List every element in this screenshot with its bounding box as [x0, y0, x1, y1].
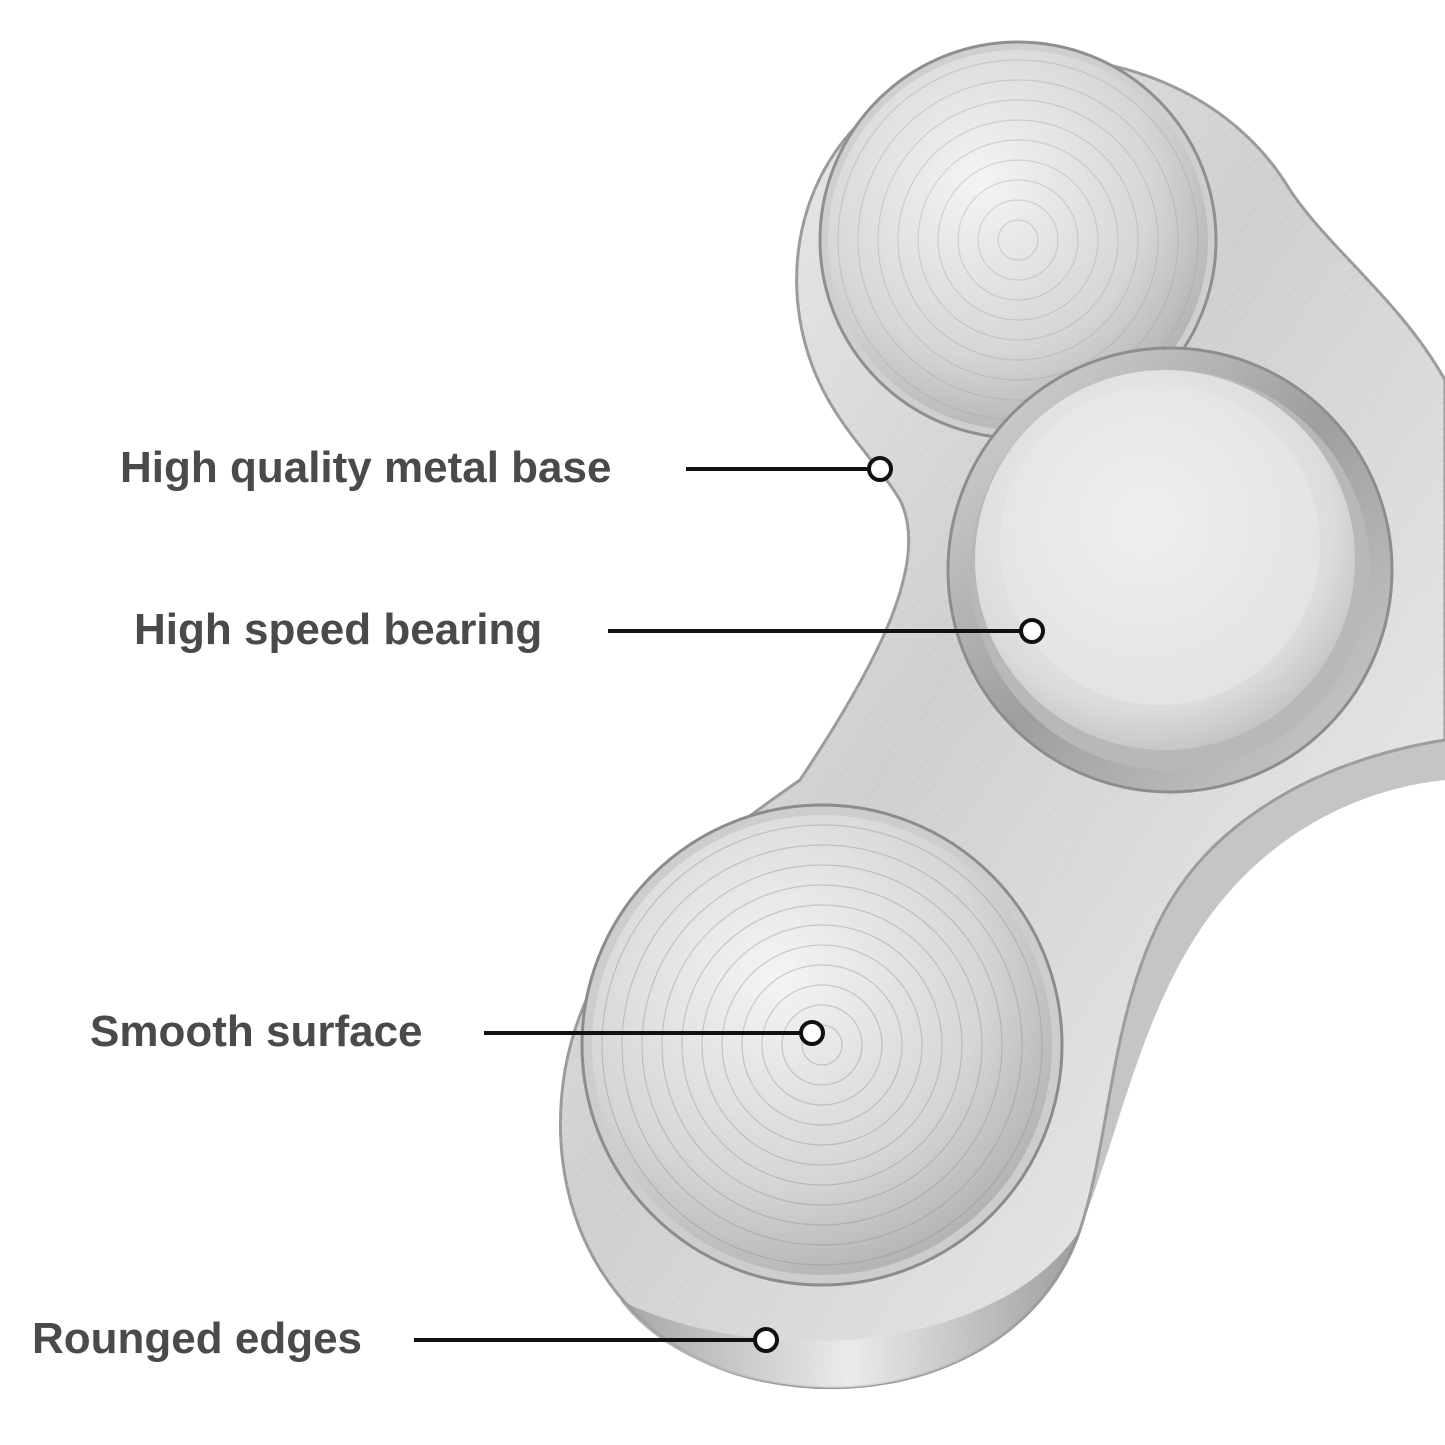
callout-label-edges: Rounged edges	[32, 1314, 363, 1363]
callout-label-bearing: High speed bearing	[134, 605, 543, 654]
leader-marker-metal-base	[867, 456, 893, 482]
callout-leaders	[414, 456, 1045, 1353]
callout-label-surface: Smooth surface	[90, 1007, 423, 1056]
leader-marker-edges	[753, 1327, 779, 1353]
leader-marker-bearing	[1019, 618, 1045, 644]
top-weight-cap	[818, 40, 1218, 440]
callout-label-metal-base: High quality metal base	[120, 443, 612, 492]
bottom-weight-cap	[580, 803, 1064, 1287]
center-bearing	[946, 346, 1394, 794]
leader-marker-surface	[799, 1020, 825, 1046]
